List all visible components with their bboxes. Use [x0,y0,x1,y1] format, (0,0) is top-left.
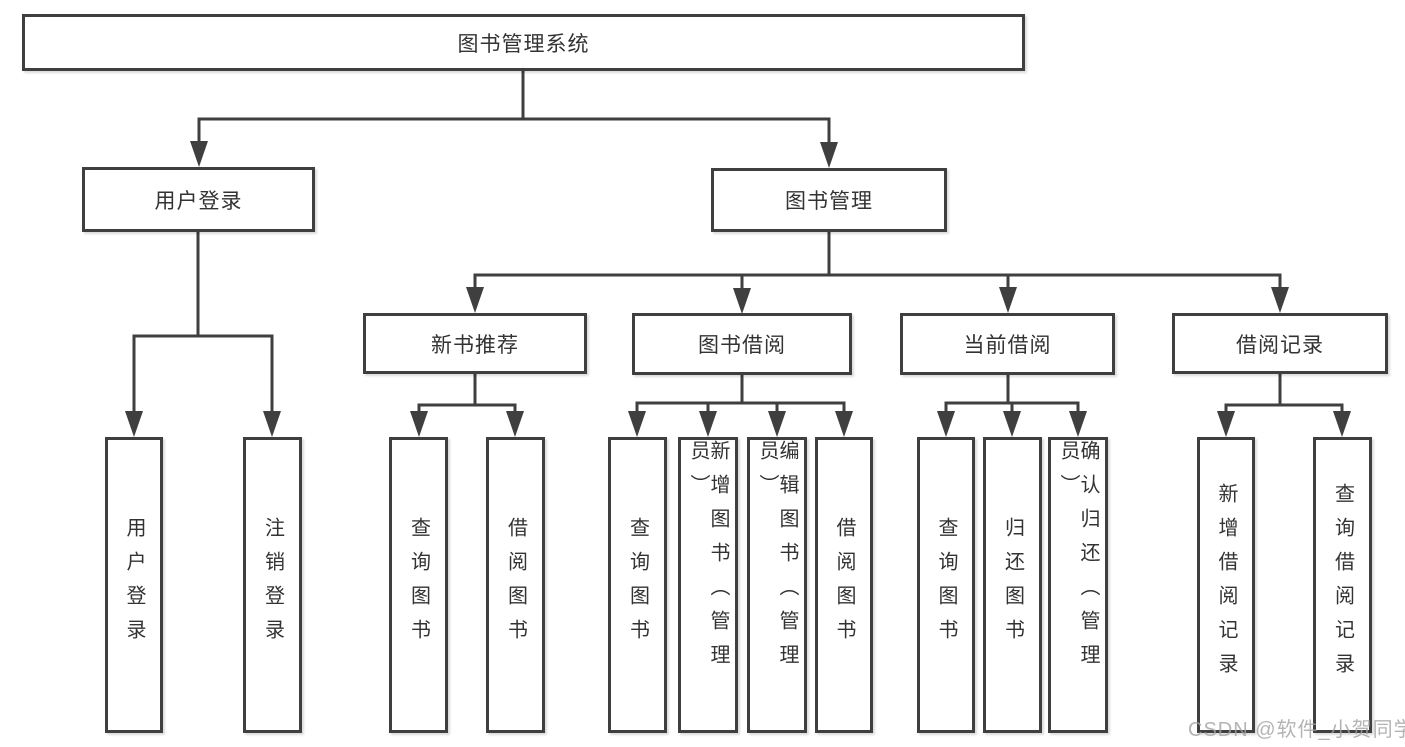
node-newbooks-search-books: 查询图书 [389,437,448,733]
arrow-down-icon [768,411,786,437]
arrow-down-icon [506,411,524,437]
node-borrowing-add-books-admin: 新增图书（管理员） [678,437,738,733]
node-library-system: 图书管理系统 [22,14,1025,71]
arrow-down-icon [466,287,484,313]
node-new-book-recommend: 新书推荐 [363,313,587,374]
arrow-down-icon [1333,411,1351,437]
arrowheads [125,141,1351,437]
arrow-down-icon [1003,411,1021,437]
arrow-down-icon [1069,411,1087,437]
edge-userlogin-branch [132,334,274,416]
edge-level3-branch [473,273,1282,292]
node-records-search-record: 查询借阅记录 [1313,437,1372,733]
node-book-management: 图书管理 [711,168,947,232]
edge-bookborrow-branch [635,401,846,416]
csdn-watermark: CSDN @软件_小贺同学 [1188,719,1405,741]
arrow-down-icon [125,411,143,437]
arrow-down-icon [263,411,281,437]
node-borrow-records: 借阅记录 [1172,313,1388,374]
arrow-down-icon [937,411,955,437]
arrow-down-icon [1271,287,1289,313]
edge-newbooks-branch [417,403,517,416]
arrow-down-icon [410,411,428,437]
node-borrowing-borrow-books: 借阅图书 [815,437,873,733]
node-newbooks-borrow-books: 借阅图书 [486,437,545,733]
node-current-search-books: 查询图书 [917,437,975,733]
arrow-down-icon [733,288,751,314]
node-borrowing-search-books: 查询图书 [608,437,667,733]
arrow-down-icon [999,287,1017,313]
edge-level2-branch [197,117,831,146]
arrow-down-icon [699,411,717,437]
node-current-return-books: 归还图书 [983,437,1042,733]
node-current-confirm-return-admin: 确认归还（管理员） [1048,437,1108,733]
node-logout: 注销登录 [243,437,302,733]
node-records-add-record: 新增借阅记录 [1197,437,1255,733]
node-book-borrowing: 图书借阅 [632,313,852,375]
arrow-down-icon [628,411,646,437]
node-login: 用户登录 [105,437,163,733]
arrow-down-icon [1217,411,1235,437]
arrow-down-icon [190,141,208,167]
node-user-login: 用户登录 [82,167,315,232]
node-borrowing-edit-books-admin: 编辑图书（管理员） [747,437,807,733]
edge-records-branch [1224,403,1344,416]
arrow-down-icon [820,142,838,168]
arrow-down-icon [835,411,853,437]
node-current-borrowing: 当前借阅 [900,313,1115,375]
